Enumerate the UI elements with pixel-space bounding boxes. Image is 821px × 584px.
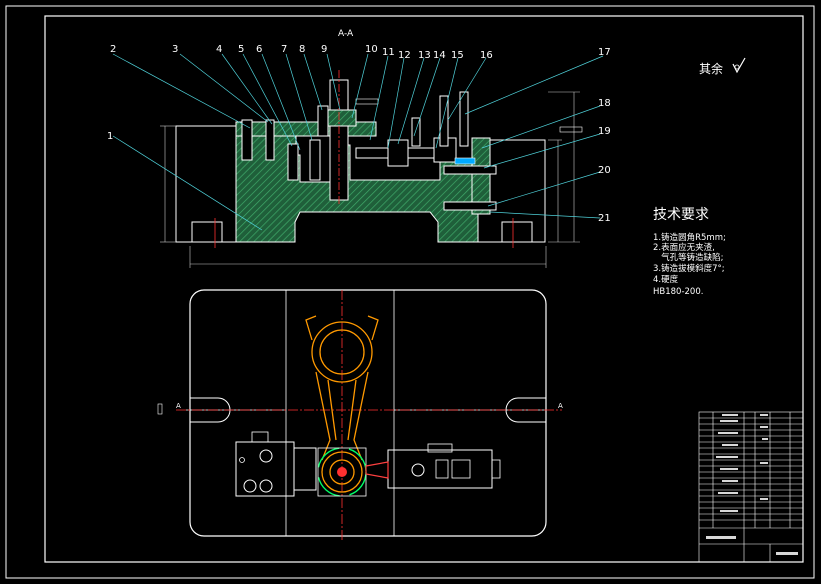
leader-lines — [112, 53, 604, 231]
handle-lever — [439, 95, 449, 147]
tech-req-item-5: 4.硬度 — [653, 274, 679, 285]
roughness-symbol-icon — [732, 57, 746, 74]
bolt-left — [241, 119, 253, 161]
svg-text:A: A — [558, 402, 563, 410]
callout-19: 19 — [598, 126, 611, 137]
tech-req-item-6: HB180-200. — [653, 287, 703, 297]
tech-req-item-2: 2.表面应无夹渣, — [653, 242, 715, 253]
callout-2: 2 — [110, 44, 116, 55]
section-label: A-A — [338, 29, 354, 39]
callout-7: 7 — [281, 44, 287, 55]
callout-1: 1 — [107, 131, 113, 142]
bolt-left-2 — [265, 119, 275, 161]
cross-bolt-upper — [443, 165, 497, 175]
callout-21: 21 — [598, 213, 611, 224]
technical-requirements: 技术要求 1.铸造圆角R5mm; 2.表面应无夹渣, 气孔等铸造缺陷; 3.铸造… — [653, 207, 726, 297]
cross-bolt-lower — [443, 201, 497, 211]
tech-req-item-4: 3.铸造拔模斜度7°; — [653, 263, 725, 274]
callout-10: 10 — [365, 44, 378, 55]
callout-9: 9 — [321, 44, 327, 55]
callout-17: 17 — [598, 47, 611, 58]
callout-4: 4 — [216, 44, 222, 55]
callout-13: 13 — [418, 50, 431, 61]
roughness-note: 其余 — [699, 57, 746, 76]
callout-18: 18 — [598, 98, 611, 109]
callout-15: 15 — [451, 50, 464, 61]
locating-pin — [287, 143, 299, 181]
base-plate-outline — [189, 289, 547, 537]
callout-11: 11 — [382, 47, 395, 58]
svg-text:A: A — [176, 402, 181, 410]
clamp-body-plan — [387, 449, 493, 489]
callout-3: 3 — [172, 44, 178, 55]
clamp-housing — [471, 137, 491, 215]
section-view: A-A — [160, 29, 583, 268]
tech-req-item-1: 1.铸造圆角R5mm; — [653, 232, 726, 243]
callout-6: 6 — [256, 44, 262, 55]
handle-lever-2 — [459, 91, 469, 147]
callout-20: 20 — [598, 165, 611, 176]
handle-left — [411, 117, 421, 147]
callouts: 1 2 3 4 5 6 7 8 9 10 11 12 13 14 15 16 1… — [107, 44, 611, 224]
roughness-note-text: 其余 — [699, 61, 723, 76]
connecting-rod-workpiece — [305, 315, 379, 493]
callout-16: 16 — [480, 50, 493, 61]
parts-list-table — [698, 411, 804, 563]
callout-12: 12 — [398, 50, 411, 61]
callout-14: 14 — [433, 50, 446, 61]
bolt-mid — [309, 139, 321, 181]
callout-5: 5 — [238, 44, 244, 55]
bolt-mid-2 — [317, 105, 329, 137]
parts-list-ink — [706, 414, 798, 555]
clamp-nut — [387, 139, 409, 167]
tech-req-title: 技术要求 — [653, 207, 709, 223]
callout-8: 8 — [299, 44, 305, 55]
plan-view: A A — [157, 289, 563, 540]
tech-req-item-3: 气孔等铸造缺陷; — [653, 252, 723, 263]
drawing-frame — [5, 5, 815, 579]
